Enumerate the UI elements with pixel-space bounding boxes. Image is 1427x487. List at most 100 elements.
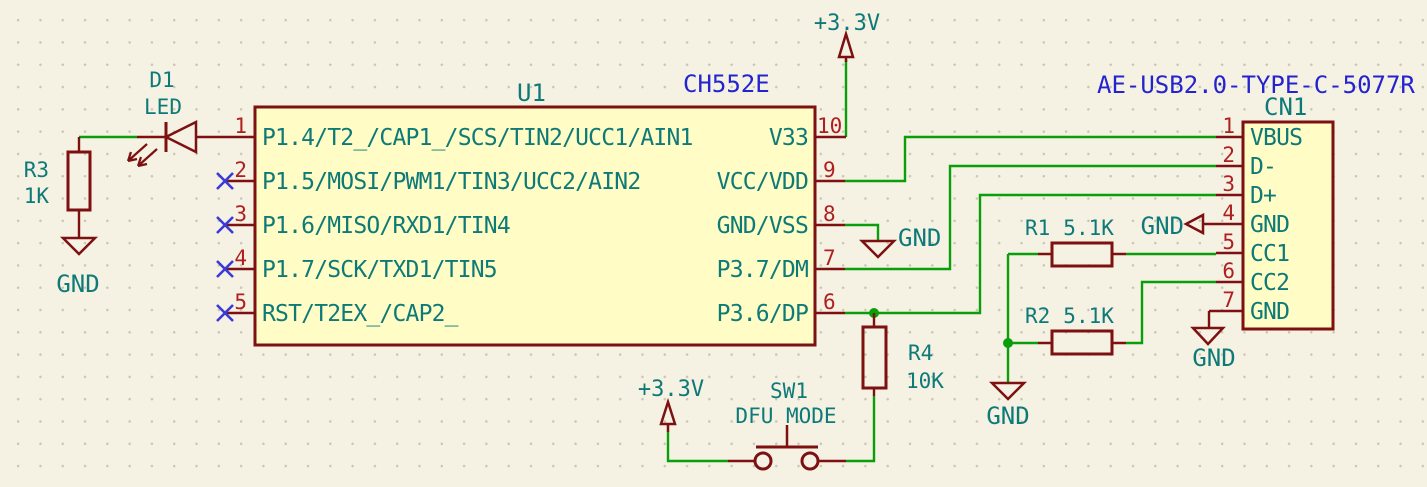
cn1-pin-number: 2	[1222, 143, 1235, 167]
power-label-33v: +3.3V	[638, 377, 704, 402]
sw1-value[interactable]: DFU MODE	[735, 404, 836, 428]
u1-pin-number: 10	[817, 114, 842, 138]
sw1-contact-right	[800, 451, 820, 471]
cn1-value[interactable]: AE-USB2.0-TYPE-C-5077R	[1097, 71, 1415, 99]
cn1-pin-name: CC1	[1250, 241, 1289, 267]
wire-r2-to-cc2[interactable]	[1126, 280, 1216, 345]
power-symbol-33v-top[interactable]: +3.3V	[814, 11, 880, 62]
gnd-triangle-icon	[59, 236, 99, 256]
u1-pin-number: 6	[823, 290, 836, 314]
junction-dot-cc	[1003, 338, 1013, 348]
gnd-triangle-icon	[1190, 326, 1226, 346]
cn1-pin-number: 1	[1222, 114, 1235, 138]
gnd-label: GND	[1141, 212, 1184, 240]
u1-pin-name: VCC/VDD	[717, 169, 808, 195]
no-connect-x-marks	[216, 172, 234, 322]
r1-body[interactable]	[1050, 241, 1114, 268]
cn1-reference[interactable]: CN1	[1264, 93, 1307, 121]
power-arrow-icon	[659, 397, 677, 432]
cn1-pin-name: CC2	[1250, 270, 1289, 296]
sw1-contact-left	[753, 451, 773, 471]
component-r3[interactable]: R3 1K	[24, 137, 92, 225]
power-symbol-gnd-r2[interactable]: GND	[986, 381, 1030, 430]
cn1-pin-number: 5	[1222, 230, 1235, 254]
component-cn1[interactable]: CN1 AE-USB2.0-TYPE-C-5077R 1 2 3 4 5 6 7…	[1097, 71, 1415, 331]
cn1-pin-number: 7	[1222, 288, 1235, 312]
u1-pin-number: 1	[234, 114, 247, 138]
gnd-triangle-icon	[858, 239, 898, 259]
u1-body[interactable]	[253, 105, 817, 347]
cn1-pin-number: 6	[1222, 259, 1235, 283]
power-symbol-gnd-u1[interactable]: GND	[858, 224, 941, 259]
r3-reference[interactable]: R3	[24, 158, 49, 182]
r3-body[interactable]	[66, 150, 92, 212]
u1-pin-name: P3.7/DM	[717, 257, 808, 283]
component-sw1[interactable]: SW1 DFU MODE	[728, 379, 846, 471]
u1-pin-number: 5	[234, 290, 247, 314]
u1-pin-name: P3.6/DP	[717, 301, 808, 327]
gnd-label: GND	[56, 270, 99, 298]
gnd-arrow-left-icon	[1183, 212, 1205, 236]
u1-pin-number: 3	[234, 202, 247, 226]
gnd-triangle-icon	[988, 381, 1028, 401]
gnd-label: GND	[898, 224, 941, 252]
cn1-pin-name: GND	[1250, 299, 1289, 325]
u1-pin-stubs-right[interactable]	[815, 135, 846, 315]
wire-33v-to-sw[interactable]	[666, 432, 728, 463]
power-symbol-gnd-r3[interactable]: GND	[56, 225, 100, 298]
wire-gndvss-to-gnd[interactable]	[845, 223, 880, 241]
cn1-pin-number: 4	[1222, 201, 1235, 225]
gnd-label: GND	[986, 402, 1029, 430]
u1-pin-name: P1.4/T2_/CAP1_/SCS/TIN2/UCC1/AIN1	[262, 125, 693, 151]
power-symbol-gnd-cn1-pin4[interactable]: GND	[1141, 212, 1205, 240]
d1-reference[interactable]: D1	[149, 68, 174, 92]
r4-value[interactable]: 10K	[906, 369, 944, 393]
wire-r4-to-sw[interactable]	[846, 396, 876, 463]
cn1-pin-number: 3	[1222, 172, 1235, 196]
component-r4[interactable]: R4 10K	[861, 313, 944, 396]
cn1-pin-name: D-	[1250, 154, 1276, 180]
wires[interactable]	[79, 60, 1216, 463]
gnd-label: GND	[1192, 344, 1235, 372]
wire-vcc-to-vbus[interactable]	[845, 135, 1216, 183]
u1-pin-number: 7	[823, 246, 836, 270]
led-emission-arrows	[126, 143, 158, 168]
u1-pin-number: 9	[823, 158, 836, 182]
cn1-pin-name: VBUS	[1250, 125, 1302, 151]
u1-pin-name: P1.6/MISO/RXD1/TIN4	[262, 213, 510, 239]
u1-value[interactable]: CH552E	[683, 70, 770, 98]
cn1-pin-stubs[interactable]	[1203, 135, 1243, 313]
wire-dp-to-dplus[interactable]	[845, 193, 1216, 315]
sw1-reference[interactable]: SW1	[770, 379, 808, 403]
u1-pin-name: RST/T2EX_/CAP2_	[262, 301, 459, 327]
power-arrow-icon	[837, 29, 855, 62]
cn1-body[interactable]	[1241, 120, 1335, 331]
u1-pin-number: 4	[234, 246, 247, 270]
led-triangle	[163, 119, 198, 155]
component-u1[interactable]: U1 CH552E 1 2 3 4 5 P1.4/T2_/CAP1_/SCS/T…	[196, 70, 846, 347]
u1-reference[interactable]: U1	[517, 79, 546, 107]
r3-value[interactable]: 1K	[24, 184, 50, 208]
u1-pin-number: 2	[234, 158, 247, 182]
r2-body[interactable]	[1050, 329, 1114, 356]
r4-body[interactable]	[861, 325, 888, 390]
u1-pin-stubs-left[interactable]	[196, 135, 255, 315]
cn1-pin-name: GND	[1250, 212, 1289, 238]
wire-dm-to-dminus[interactable]	[845, 164, 1216, 271]
u1-pin-name: GND/VSS	[717, 213, 808, 239]
u1-pin-name: V33	[769, 125, 808, 151]
u1-pin-name: P1.5/MOSI/PWM1/TIN3/UCC2/AIN2	[262, 169, 640, 195]
r4-reference[interactable]: R4	[908, 341, 933, 365]
d1-value[interactable]: LED	[144, 95, 182, 119]
power-symbol-33v-switch[interactable]: +3.3V	[638, 377, 704, 432]
u1-pin-number: 8	[823, 202, 836, 226]
component-d1[interactable]: D1 LED	[126, 68, 198, 168]
power-label-33v: +3.3V	[814, 11, 880, 36]
power-symbol-gnd-cn1-pin7[interactable]: GND	[1190, 311, 1236, 372]
